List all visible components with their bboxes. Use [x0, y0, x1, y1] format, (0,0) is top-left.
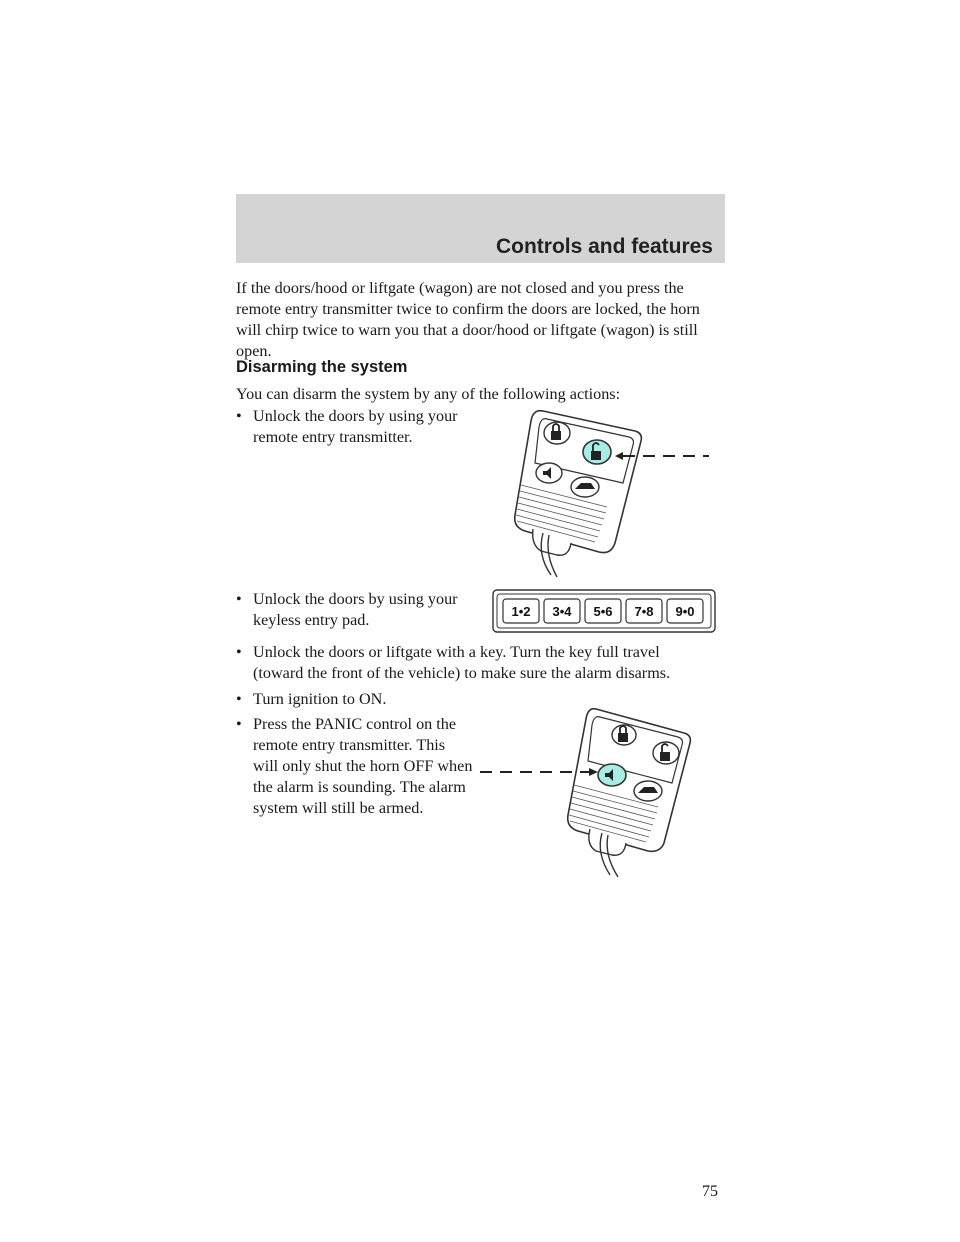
pointer-arrow-icon — [615, 452, 709, 460]
list-item-text: keyless entry pad. — [253, 611, 370, 629]
bullet-dot: • — [236, 690, 242, 708]
remote-transmitter-unlock-figure — [513, 409, 709, 578]
lock-button-icon — [543, 421, 571, 445]
keypad-button-label: 3•4 — [552, 604, 572, 619]
bullet-dot: • — [236, 715, 242, 733]
section-title: Controls and features — [495, 235, 713, 258]
unlock-button-icon — [582, 439, 612, 465]
unlock-button-icon — [652, 741, 680, 765]
keypad-button: 1•2 — [502, 598, 540, 624]
list-item-text: the alarm is sounding. The alarm — [253, 778, 466, 796]
section-header-band: Controls and features — [236, 194, 725, 263]
list-item-text: Press the PANIC control on the — [253, 715, 457, 733]
pointer-arrow-icon — [480, 768, 598, 776]
page-number: 75 — [702, 1183, 718, 1200]
section-heading: Disarming the system — [236, 358, 408, 376]
keypad-button-label: 7•8 — [634, 604, 653, 619]
keypad-inner-frame — [496, 593, 712, 629]
list-item: • Unlock the doors by using your remote … — [236, 406, 458, 448]
list-item-text: system will still be armed. — [253, 799, 424, 817]
keypad-button: 9•0 — [666, 598, 704, 624]
intro-paragraph: If the doors/hood or liftgate (wagon) ar… — [236, 279, 700, 360]
list-item-text: remote entry transmitter. This — [253, 736, 446, 754]
bullet-dot: • — [236, 643, 242, 661]
bullet-dot: • — [236, 590, 242, 608]
lock-button-icon — [611, 724, 637, 746]
list-item: • Unlock the doors by using your keyless… — [236, 589, 458, 631]
keypad-button: 5•6 — [584, 598, 622, 624]
list-item: • Unlock the doors or liftgate with a ke… — [236, 642, 670, 684]
list-item: • Turn ignition to ON. — [236, 689, 386, 710]
trunk-button-icon — [633, 780, 663, 802]
keypad-button-label: 5•6 — [593, 604, 612, 619]
list-item-text: will only shut the horn OFF when — [253, 757, 473, 775]
keypad-button: 3•4 — [543, 598, 581, 624]
bullet-dot: • — [236, 407, 242, 425]
keyless-entry-keypad-figure: 1•2 3•4 5•6 7•8 9•0 — [492, 589, 716, 633]
list-item-text: (toward the front of the vehicle) to mak… — [253, 664, 671, 682]
panic-button-icon — [597, 763, 627, 787]
section-lead: You can disarm the system by any of the … — [236, 385, 621, 403]
panic-button-icon — [535, 462, 563, 484]
trunk-button-icon — [570, 476, 600, 498]
list-item: • Press the PANIC control on the remote … — [236, 714, 472, 819]
list-item-text: Unlock the doors by using your — [253, 407, 458, 425]
remote-transmitter-panic-figure — [480, 707, 692, 878]
list-item-text: Unlock the doors by using your — [253, 590, 458, 608]
list-item-text: Turn ignition to ON. — [253, 690, 387, 708]
keypad-button-label: 9•0 — [675, 604, 694, 619]
list-item-text: remote entry transmitter. — [253, 428, 413, 446]
list-item-text: Unlock the doors or liftgate with a key.… — [253, 643, 660, 661]
keypad-button-label: 1•2 — [511, 604, 530, 619]
keypad-button: 7•8 — [625, 598, 663, 624]
